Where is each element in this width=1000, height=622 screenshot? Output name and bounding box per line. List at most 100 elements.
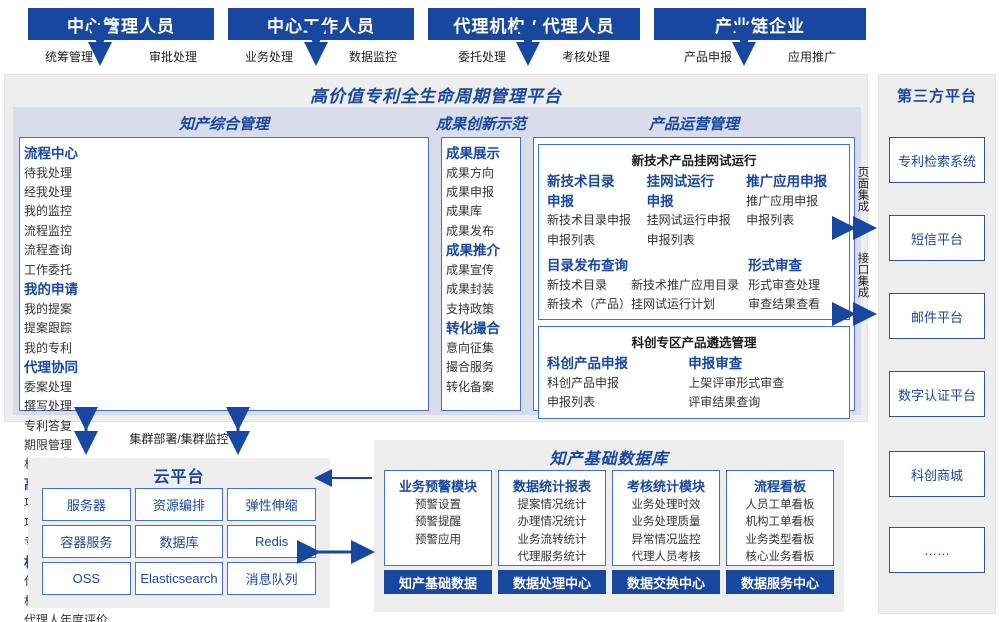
menu-item[interactable]: 成果方向 bbox=[446, 165, 495, 180]
db-footer-1[interactable]: 数据处理中心 bbox=[498, 570, 606, 594]
menu-item[interactable]: 成果封装 bbox=[446, 282, 495, 297]
integration-label-1: 接口集成 bbox=[856, 252, 869, 298]
menu-item[interactable]: 撰写处理 bbox=[24, 399, 73, 414]
db-card-item[interactable]: 核心业务看板 bbox=[745, 551, 815, 564]
group-header: 代理协同 bbox=[24, 360, 78, 376]
cloud-service-2[interactable]: 弹性伸缩 bbox=[227, 488, 316, 521]
menu-item[interactable]: 成果申报 bbox=[446, 185, 495, 199]
main-platform-panel: 高价值专利全生命周期管理平台 知产综合管理流程中心待我处理经我处理我的监控流程监… bbox=[4, 74, 868, 622]
menu-item[interactable]: 申报列表 bbox=[646, 232, 695, 247]
third-party-item-4[interactable]: 科创商城 bbox=[889, 451, 985, 497]
menu-item[interactable]: 转化备案 bbox=[446, 379, 495, 394]
menu-item[interactable]: 成果发布 bbox=[446, 223, 495, 238]
db-card-item[interactable]: 机构工单看板 bbox=[745, 516, 815, 529]
menu-item[interactable]: 新技术目录申报 bbox=[547, 213, 632, 228]
cloud-service-0[interactable]: 服务器 bbox=[42, 488, 131, 521]
menu-item[interactable]: 申报列表 bbox=[746, 213, 795, 227]
menu-item[interactable]: 上架评审形式审查 bbox=[688, 376, 785, 390]
menu-item[interactable]: 挂网试运行申报 bbox=[646, 213, 731, 228]
menu-item[interactable]: 撮合服务 bbox=[446, 360, 495, 375]
menu-item[interactable]: 形式审查处理 bbox=[748, 277, 821, 292]
menu-item[interactable]: 待我处理 bbox=[24, 165, 73, 180]
menu-item[interactable]: 工作委托 bbox=[24, 262, 73, 277]
actor-subs-1: 业务处理数据监控 bbox=[228, 46, 414, 66]
third-party-item-2[interactable]: 邮件平台 bbox=[889, 293, 985, 339]
db-card-item[interactable]: 预警应用 bbox=[415, 533, 461, 546]
panel-group: 目录发布查询新技术目录 新技术推广应用目录新技术（产品）挂网试运行计划 bbox=[547, 256, 748, 314]
db-card-item[interactable]: 业务流转统计 bbox=[517, 533, 587, 546]
cloud-platform-title: 云平台 bbox=[153, 469, 205, 486]
group-header: 我的申请 bbox=[24, 282, 78, 298]
db-column-1: 数据统计报表提案情况统计办理情况统计业务流转统计代理服务统计数据处理中心 bbox=[498, 470, 606, 594]
db-card-item[interactable]: 代理人员考核 bbox=[631, 551, 701, 564]
panel-group: 申报审查上架评审形式审查评审结果查询 bbox=[688, 354, 841, 412]
db-card-item[interactable]: 业务类型看板 bbox=[745, 533, 815, 546]
menu-item[interactable]: 申报列表 bbox=[547, 395, 596, 410]
zhichan-column-0: 流程中心待我处理经我处理我的监控流程监控流程查询工作委托 bbox=[24, 144, 96, 280]
menu-item[interactable]: 我的监控 bbox=[24, 204, 73, 219]
menu-item[interactable]: 期限管理 bbox=[24, 437, 73, 452]
cloud-service-8[interactable]: 消息队列 bbox=[227, 562, 316, 595]
menu-item[interactable]: 流程查询 bbox=[24, 243, 73, 258]
db-card-item[interactable]: 人员工单看板 bbox=[745, 499, 815, 511]
group-header: 成果推介 bbox=[446, 243, 500, 259]
menu-item[interactable]: 专利答复 bbox=[24, 418, 73, 433]
menu-item[interactable]: 代理人年度评价 bbox=[24, 613, 109, 622]
db-card-item[interactable]: 代理服务统计 bbox=[517, 551, 587, 564]
db-card-item[interactable]: 预警设置 bbox=[415, 499, 461, 511]
cloud-service-6[interactable]: OSS bbox=[42, 562, 131, 595]
db-card-item[interactable]: 业务处理时效 bbox=[631, 499, 701, 511]
db-card-item[interactable]: 预警提醒 bbox=[415, 516, 461, 529]
db-card-item[interactable]: 业务处理质量 bbox=[631, 516, 701, 529]
actor-sub-label: 产品申报 bbox=[683, 49, 732, 64]
third-party-item-1[interactable]: 短信平台 bbox=[889, 215, 985, 261]
menu-item[interactable]: 科创产品申报 bbox=[547, 376, 620, 390]
menu-item[interactable]: 我的专利 bbox=[24, 340, 73, 355]
menu-item[interactable]: 流程监控 bbox=[24, 223, 73, 238]
db-footer-3[interactable]: 数据服务中心 bbox=[726, 570, 834, 594]
menu-item[interactable]: 提案跟踪 bbox=[24, 321, 73, 336]
cloud-service-4[interactable]: 数据库 bbox=[134, 525, 224, 558]
actor-bar-2[interactable]: 代理机构 / 代理人员 bbox=[428, 8, 640, 40]
actor-sub-label: 审批处理 bbox=[148, 49, 197, 64]
menu-item[interactable]: 经我处理 bbox=[24, 185, 73, 199]
db-card-item[interactable]: 提案情况统计 bbox=[517, 499, 587, 511]
third-party-item-0[interactable]: 专利检索系统 bbox=[889, 137, 985, 183]
menu-item[interactable]: 委案处理 bbox=[24, 379, 73, 394]
panel-group: 挂网试运行申报挂网试运行申报申报列表 bbox=[647, 172, 747, 250]
actor-sub-label: 应用推广 bbox=[787, 49, 836, 64]
menu-item[interactable]: 成果宣传 bbox=[446, 262, 495, 277]
cloud-service-3[interactable]: 容器服务 bbox=[42, 525, 131, 558]
db-footer-0[interactable]: 知产基础数据 bbox=[384, 570, 492, 594]
menu-item[interactable]: 评审结果查询 bbox=[688, 395, 761, 410]
cloud-service-7[interactable]: Elasticsearch bbox=[134, 562, 224, 595]
actor-bar-1[interactable]: 中心工作人员 bbox=[228, 8, 414, 40]
menu-item[interactable]: 推广应用申报 bbox=[746, 193, 819, 208]
menu-item[interactable]: 我的提案 bbox=[24, 301, 73, 316]
third-party-item-3[interactable]: 数字认证平台 bbox=[889, 371, 985, 417]
db-card-item[interactable]: 异常情况监控 bbox=[631, 533, 701, 546]
platform-section-chengguo: 成果创新示范成果展示成果方向成果申报成果库成果发布成果推介成果宣传成果封装支持政… bbox=[435, 107, 527, 415]
actor-bar-0[interactable]: 中心管理人员 bbox=[28, 8, 214, 40]
panel-group: 新技术目录申报新技术目录申报申报列表 bbox=[547, 172, 647, 250]
integration-strip: 页面集成接口集成 bbox=[852, 90, 880, 410]
group-header: 申报审查 bbox=[688, 356, 743, 372]
menu-item[interactable]: 新技术目录 新技术推广应用目录 bbox=[547, 277, 740, 292]
platform-section-zhichan: 知产综合管理流程中心待我处理经我处理我的监控流程监控流程查询工作委托我的申请我的… bbox=[13, 107, 435, 622]
menu-item[interactable]: 审查结果查看 bbox=[748, 297, 821, 311]
menu-item[interactable]: 意向征集 bbox=[446, 340, 495, 355]
menu-item[interactable]: 申报列表 bbox=[547, 232, 596, 247]
db-footer-2[interactable]: 数据交换中心 bbox=[612, 570, 720, 594]
menu-item[interactable]: 成果库 bbox=[446, 204, 483, 219]
cloud-service-1[interactable]: 资源编排 bbox=[134, 488, 224, 521]
database-title: 知产基础数据库 bbox=[549, 451, 669, 468]
actor-bar-3[interactable]: 产业链企业 bbox=[654, 8, 866, 40]
third-party-item-5[interactable]: …… bbox=[889, 527, 985, 573]
group-header: 新技术目录申报 bbox=[547, 174, 615, 209]
cloud-service-5[interactable]: Redis bbox=[227, 525, 316, 558]
db-card-1: 数据统计报表提案情况统计办理情况统计业务流转统计代理服务统计 bbox=[498, 470, 606, 566]
menu-item[interactable]: 支持政策 bbox=[446, 301, 495, 316]
panel-group: 科创产品申报科创产品申报申报列表 bbox=[547, 354, 688, 412]
db-card-item[interactable]: 办理情况统计 bbox=[517, 516, 587, 529]
menu-item[interactable]: 新技术（产品）挂网试运行计划 bbox=[547, 297, 716, 311]
